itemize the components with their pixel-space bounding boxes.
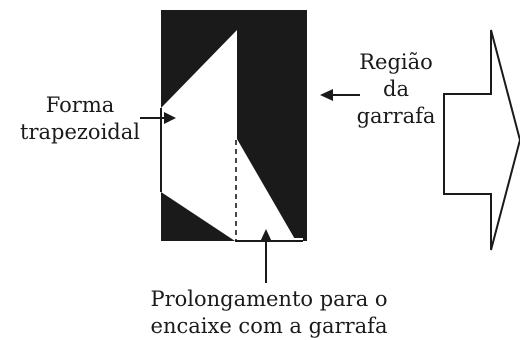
label-prolongamento: Prolongamento para o encaixe com a garra…: [138, 286, 400, 340]
label-forma-line-2: trapezoidal: [20, 120, 140, 144]
label-prolongamento-line-1: Prolongamento para o: [150, 287, 388, 311]
large-right-arrow-icon: [443, 29, 520, 251]
label-prolongamento-line-2: encaixe com a garrafa: [150, 314, 388, 338]
label-regiao-da-garrafa: Região da garrafa: [352, 49, 440, 130]
left-edge-notch: [161, 110, 164, 192]
label-forma-line-1: Forma: [45, 93, 115, 117]
arrow-forma-trapezoidal: [140, 112, 176, 124]
arrow-regiao-garrafa: [320, 89, 360, 101]
label-regiao-line-2: da: [383, 77, 409, 101]
label-forma-trapezoidal: Forma trapezoidal: [4, 92, 156, 146]
label-regiao-line-3: garrafa: [356, 104, 436, 128]
label-regiao-line-1: Região: [359, 50, 433, 74]
trapezoid-cutout: [161, 30, 296, 241]
arrow-prolongamento: [260, 229, 272, 283]
bottom-left-triangle: [161, 192, 235, 241]
